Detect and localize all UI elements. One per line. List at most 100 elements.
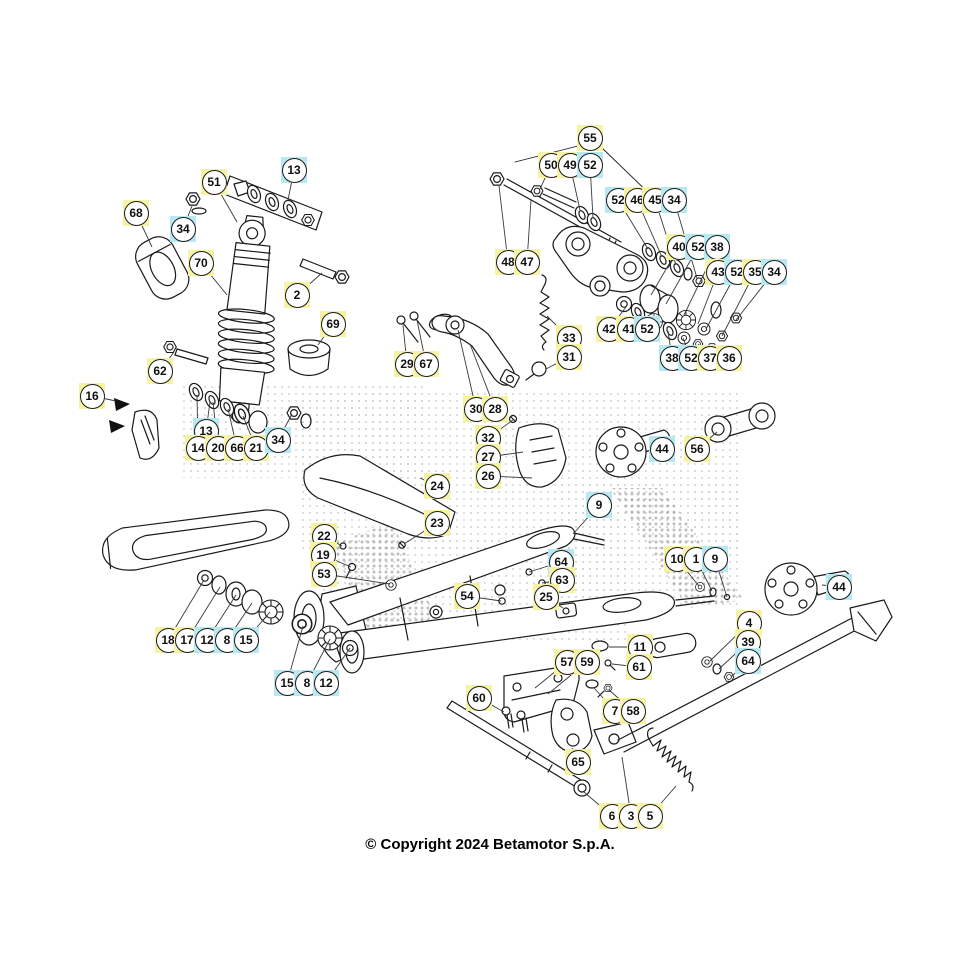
callout-65[interactable]: 65 bbox=[565, 749, 591, 775]
callout-number: 15 bbox=[233, 627, 259, 653]
callout-number: 24 bbox=[424, 473, 450, 499]
callout-2[interactable]: 2 bbox=[284, 282, 310, 308]
callout-number: 12 bbox=[313, 670, 339, 696]
callout-number: 54 bbox=[454, 583, 480, 609]
callout-51[interactable]: 51 bbox=[201, 169, 227, 195]
chain-guide-disc-left bbox=[595, 426, 670, 478]
bump-rubber bbox=[287, 339, 331, 377]
callout-number: 44 bbox=[649, 436, 675, 462]
callout-number: 31 bbox=[556, 344, 582, 370]
callout-number: 2 bbox=[284, 282, 310, 308]
chain-slider-plate bbox=[109, 398, 160, 460]
callout-number: 26 bbox=[475, 463, 501, 489]
swingarm-left-arm bbox=[101, 509, 290, 571]
callout-31[interactable]: 31 bbox=[556, 344, 582, 370]
side-stand bbox=[593, 599, 893, 792]
callout-number: 61 bbox=[626, 654, 652, 680]
callout-34[interactable]: 34 bbox=[265, 427, 291, 453]
shock-guard bbox=[135, 236, 190, 300]
callout-36[interactable]: 36 bbox=[716, 345, 742, 371]
callout-55[interactable]: 55 bbox=[577, 125, 603, 151]
callout-62[interactable]: 62 bbox=[147, 358, 173, 384]
callout-number: 21 bbox=[243, 435, 269, 461]
callout-number: 36 bbox=[716, 345, 742, 371]
callout-9[interactable]: 9 bbox=[586, 492, 612, 518]
callout-59[interactable]: 59 bbox=[574, 649, 600, 675]
callout-34[interactable]: 34 bbox=[661, 187, 687, 213]
callout-21[interactable]: 21 bbox=[243, 435, 269, 461]
callout-number: 69 bbox=[320, 311, 346, 337]
callout-number: 16 bbox=[79, 383, 105, 409]
callout-number: 38 bbox=[704, 234, 730, 260]
callout-number: 5 bbox=[637, 803, 663, 829]
callout-number: 52 bbox=[634, 316, 660, 342]
callout-number: 25 bbox=[533, 584, 559, 610]
callout-63[interactable]: 63 bbox=[549, 567, 575, 593]
callout-44[interactable]: 44 bbox=[826, 574, 852, 600]
callout-number: 58 bbox=[620, 698, 646, 724]
callout-23[interactable]: 23 bbox=[424, 510, 450, 536]
callout-number: 9 bbox=[586, 492, 612, 518]
callout-number: 41 bbox=[616, 316, 642, 342]
callout-number: 70 bbox=[188, 250, 214, 276]
pedal-lever-group bbox=[396, 274, 550, 388]
callout-number: 9 bbox=[702, 546, 728, 572]
callout-52[interactable]: 52 bbox=[634, 316, 660, 342]
callout-15[interactable]: 15 bbox=[233, 627, 259, 653]
linkage-dogbone bbox=[704, 402, 776, 443]
callout-number: 34 bbox=[170, 216, 196, 242]
callout-number: 28 bbox=[482, 396, 508, 422]
callout-5[interactable]: 5 bbox=[637, 803, 663, 829]
callout-34[interactable]: 34 bbox=[170, 216, 196, 242]
pivot-bushings bbox=[196, 569, 359, 657]
linkage-assembly bbox=[489, 145, 743, 353]
callout-16[interactable]: 16 bbox=[79, 383, 105, 409]
callout-number: 67 bbox=[413, 351, 439, 377]
callout-12[interactable]: 12 bbox=[313, 670, 339, 696]
callout-28[interactable]: 28 bbox=[482, 396, 508, 422]
callout-26[interactable]: 26 bbox=[475, 463, 501, 489]
callout-64[interactable]: 64 bbox=[735, 648, 761, 674]
callout-61[interactable]: 61 bbox=[626, 654, 652, 680]
callout-69[interactable]: 69 bbox=[320, 311, 346, 337]
callout-13[interactable]: 13 bbox=[281, 157, 307, 183]
callout-number: 34 bbox=[661, 187, 687, 213]
callout-24[interactable]: 24 bbox=[424, 473, 450, 499]
chain-tensioner bbox=[591, 632, 735, 682]
callout-number: 38 bbox=[659, 345, 685, 371]
bolt-2 bbox=[299, 258, 350, 284]
chain-guard-upper bbox=[303, 454, 456, 549]
callout-number: 52 bbox=[577, 152, 603, 178]
pivot-bearing-row bbox=[186, 380, 312, 434]
copyright-text: © Copyright 2024 Betamotor S.p.A. bbox=[365, 836, 615, 853]
callout-60[interactable]: 60 bbox=[466, 685, 492, 711]
callout-67[interactable]: 67 bbox=[413, 351, 439, 377]
callout-58[interactable]: 58 bbox=[620, 698, 646, 724]
callout-38[interactable]: 38 bbox=[704, 234, 730, 260]
callout-68[interactable]: 68 bbox=[123, 200, 149, 226]
callout-number: 47 bbox=[514, 249, 540, 275]
callout-52[interactable]: 52 bbox=[577, 152, 603, 178]
callout-number: 59 bbox=[574, 649, 600, 675]
callout-54[interactable]: 54 bbox=[454, 583, 480, 609]
callout-number: 51 bbox=[201, 169, 227, 195]
callout-25[interactable]: 25 bbox=[533, 584, 559, 610]
chain-slider-lower bbox=[508, 414, 567, 488]
callout-53[interactable]: 53 bbox=[311, 561, 337, 587]
callout-number: 65 bbox=[565, 749, 591, 775]
callout-number: 53 bbox=[311, 561, 337, 587]
callout-70[interactable]: 70 bbox=[188, 250, 214, 276]
callout-34[interactable]: 34 bbox=[761, 259, 787, 285]
callout-56[interactable]: 56 bbox=[684, 436, 710, 462]
callout-9[interactable]: 9 bbox=[702, 546, 728, 572]
callout-number: 62 bbox=[147, 358, 173, 384]
callout-number: 13 bbox=[281, 157, 307, 183]
callout-44[interactable]: 44 bbox=[649, 436, 675, 462]
callout-47[interactable]: 47 bbox=[514, 249, 540, 275]
callout-number: 55 bbox=[577, 125, 603, 151]
callout-number: 23 bbox=[424, 510, 450, 536]
callout-number: 44 bbox=[826, 574, 852, 600]
